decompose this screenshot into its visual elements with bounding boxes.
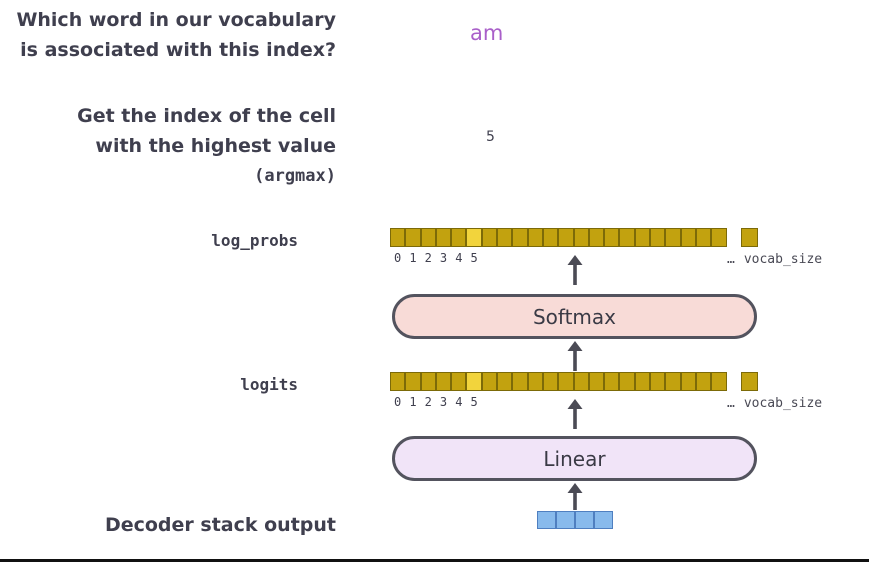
vector-cell: [665, 372, 681, 391]
vector-cell: [542, 372, 559, 391]
vector-cell: [634, 372, 651, 391]
index-label: 1: [409, 251, 417, 265]
vector-cell: [573, 228, 589, 247]
vector-cell: [575, 511, 594, 529]
vector-cell: [711, 372, 727, 391]
logits-label: logits: [240, 375, 298, 394]
vector-cell-tail: [741, 228, 758, 247]
vector-cell: [512, 372, 528, 391]
vector-cell: [619, 228, 635, 247]
log-probs-vector: [390, 228, 727, 247]
up-arrow-icon: [567, 341, 583, 371]
softmax-box: Softmax: [392, 294, 757, 339]
vector-cell: [588, 372, 605, 391]
question-line-2: is associated with this index?: [20, 39, 336, 61]
vector-cell: [542, 228, 559, 247]
vector-cell: [420, 372, 436, 391]
argmax-line-2: with the highest value: [95, 135, 336, 157]
bottom-divider: [0, 559, 869, 562]
vector-cell: [527, 372, 543, 391]
vector-cell: [634, 228, 651, 247]
index-label: 0: [394, 251, 402, 265]
index-label: 1: [409, 395, 417, 409]
vector-cell: [665, 228, 681, 247]
vector-cell: [650, 228, 666, 247]
index-label: 3: [439, 251, 448, 265]
vector-cell: [604, 372, 620, 391]
vector-cell: [497, 228, 513, 247]
highlighted-cell: [466, 372, 482, 391]
vector-cell: [680, 228, 696, 247]
vector-cell: [556, 511, 575, 529]
vector-cell: [405, 372, 421, 391]
decoder-output-vector: [537, 511, 613, 529]
vector-cell: [695, 228, 712, 247]
index-label: 0: [394, 395, 402, 409]
vector-cell: [481, 228, 498, 247]
vector-cell: [588, 228, 605, 247]
vector-cell: [451, 228, 467, 247]
vector-cell: [435, 228, 452, 247]
vocab-size-label: vocab_size: [743, 396, 823, 411]
highlighted-cell: [466, 228, 482, 247]
softmax-label: Softmax: [532, 304, 617, 329]
vector-cell: [695, 372, 712, 391]
log-probs-vocab-size: … vocab_size: [727, 252, 822, 267]
vector-cell: [435, 372, 452, 391]
vector-cell: [711, 228, 727, 247]
vector-cell: [527, 228, 543, 247]
index-label: 5: [470, 251, 478, 265]
index-label: 3: [439, 395, 448, 409]
index-label: 4: [455, 251, 463, 265]
vocab-size-label: vocab_size: [743, 252, 823, 267]
index-label: 5: [470, 395, 478, 409]
vector-cell: [558, 372, 574, 391]
vector-cell-tail: [741, 372, 758, 391]
log-probs-label: log_probs: [211, 231, 298, 250]
linear-box: Linear: [392, 436, 757, 481]
up-arrow-icon: [567, 483, 583, 510]
up-arrow-icon: [567, 255, 583, 285]
index-label: 2: [424, 395, 432, 409]
ellipsis: …: [727, 252, 735, 267]
question-text: Which word in our vocabulary is associat…: [8, 5, 336, 65]
argmax-line-1: Get the index of the cell: [77, 105, 336, 127]
index-label: 2: [424, 251, 432, 265]
vector-cell: [512, 228, 528, 247]
vector-cell: [390, 372, 406, 391]
up-arrow-icon: [567, 399, 583, 429]
decoder-output-label: Decoder stack output: [104, 514, 336, 536]
logits-vocab-size: … vocab_size: [727, 396, 822, 411]
vector-cell: [451, 372, 467, 391]
vector-cell: [537, 511, 556, 529]
index-label: 4: [455, 395, 463, 409]
vector-cell: [594, 511, 613, 529]
vector-cell: [558, 228, 574, 247]
ellipsis: …: [727, 396, 735, 411]
argmax-result: 5: [486, 129, 495, 145]
vector-cell: [390, 228, 406, 247]
vector-cell: [497, 372, 513, 391]
predicted-word: am: [470, 21, 504, 45]
linear-label: Linear: [543, 446, 606, 471]
vector-cell: [604, 228, 620, 247]
vector-cell: [420, 228, 436, 247]
vector-cell: [405, 228, 421, 247]
logits-vector: [390, 372, 727, 391]
argmax-line-3: (argmax): [254, 166, 336, 186]
vector-cell: [619, 372, 635, 391]
question-line-1: Which word in our vocabulary: [16, 9, 336, 31]
vector-cell: [680, 372, 696, 391]
vector-cell: [481, 372, 498, 391]
argmax-text: Get the index of the cell with the highe…: [8, 101, 336, 191]
vector-cell: [650, 372, 666, 391]
vector-cell: [573, 372, 589, 391]
